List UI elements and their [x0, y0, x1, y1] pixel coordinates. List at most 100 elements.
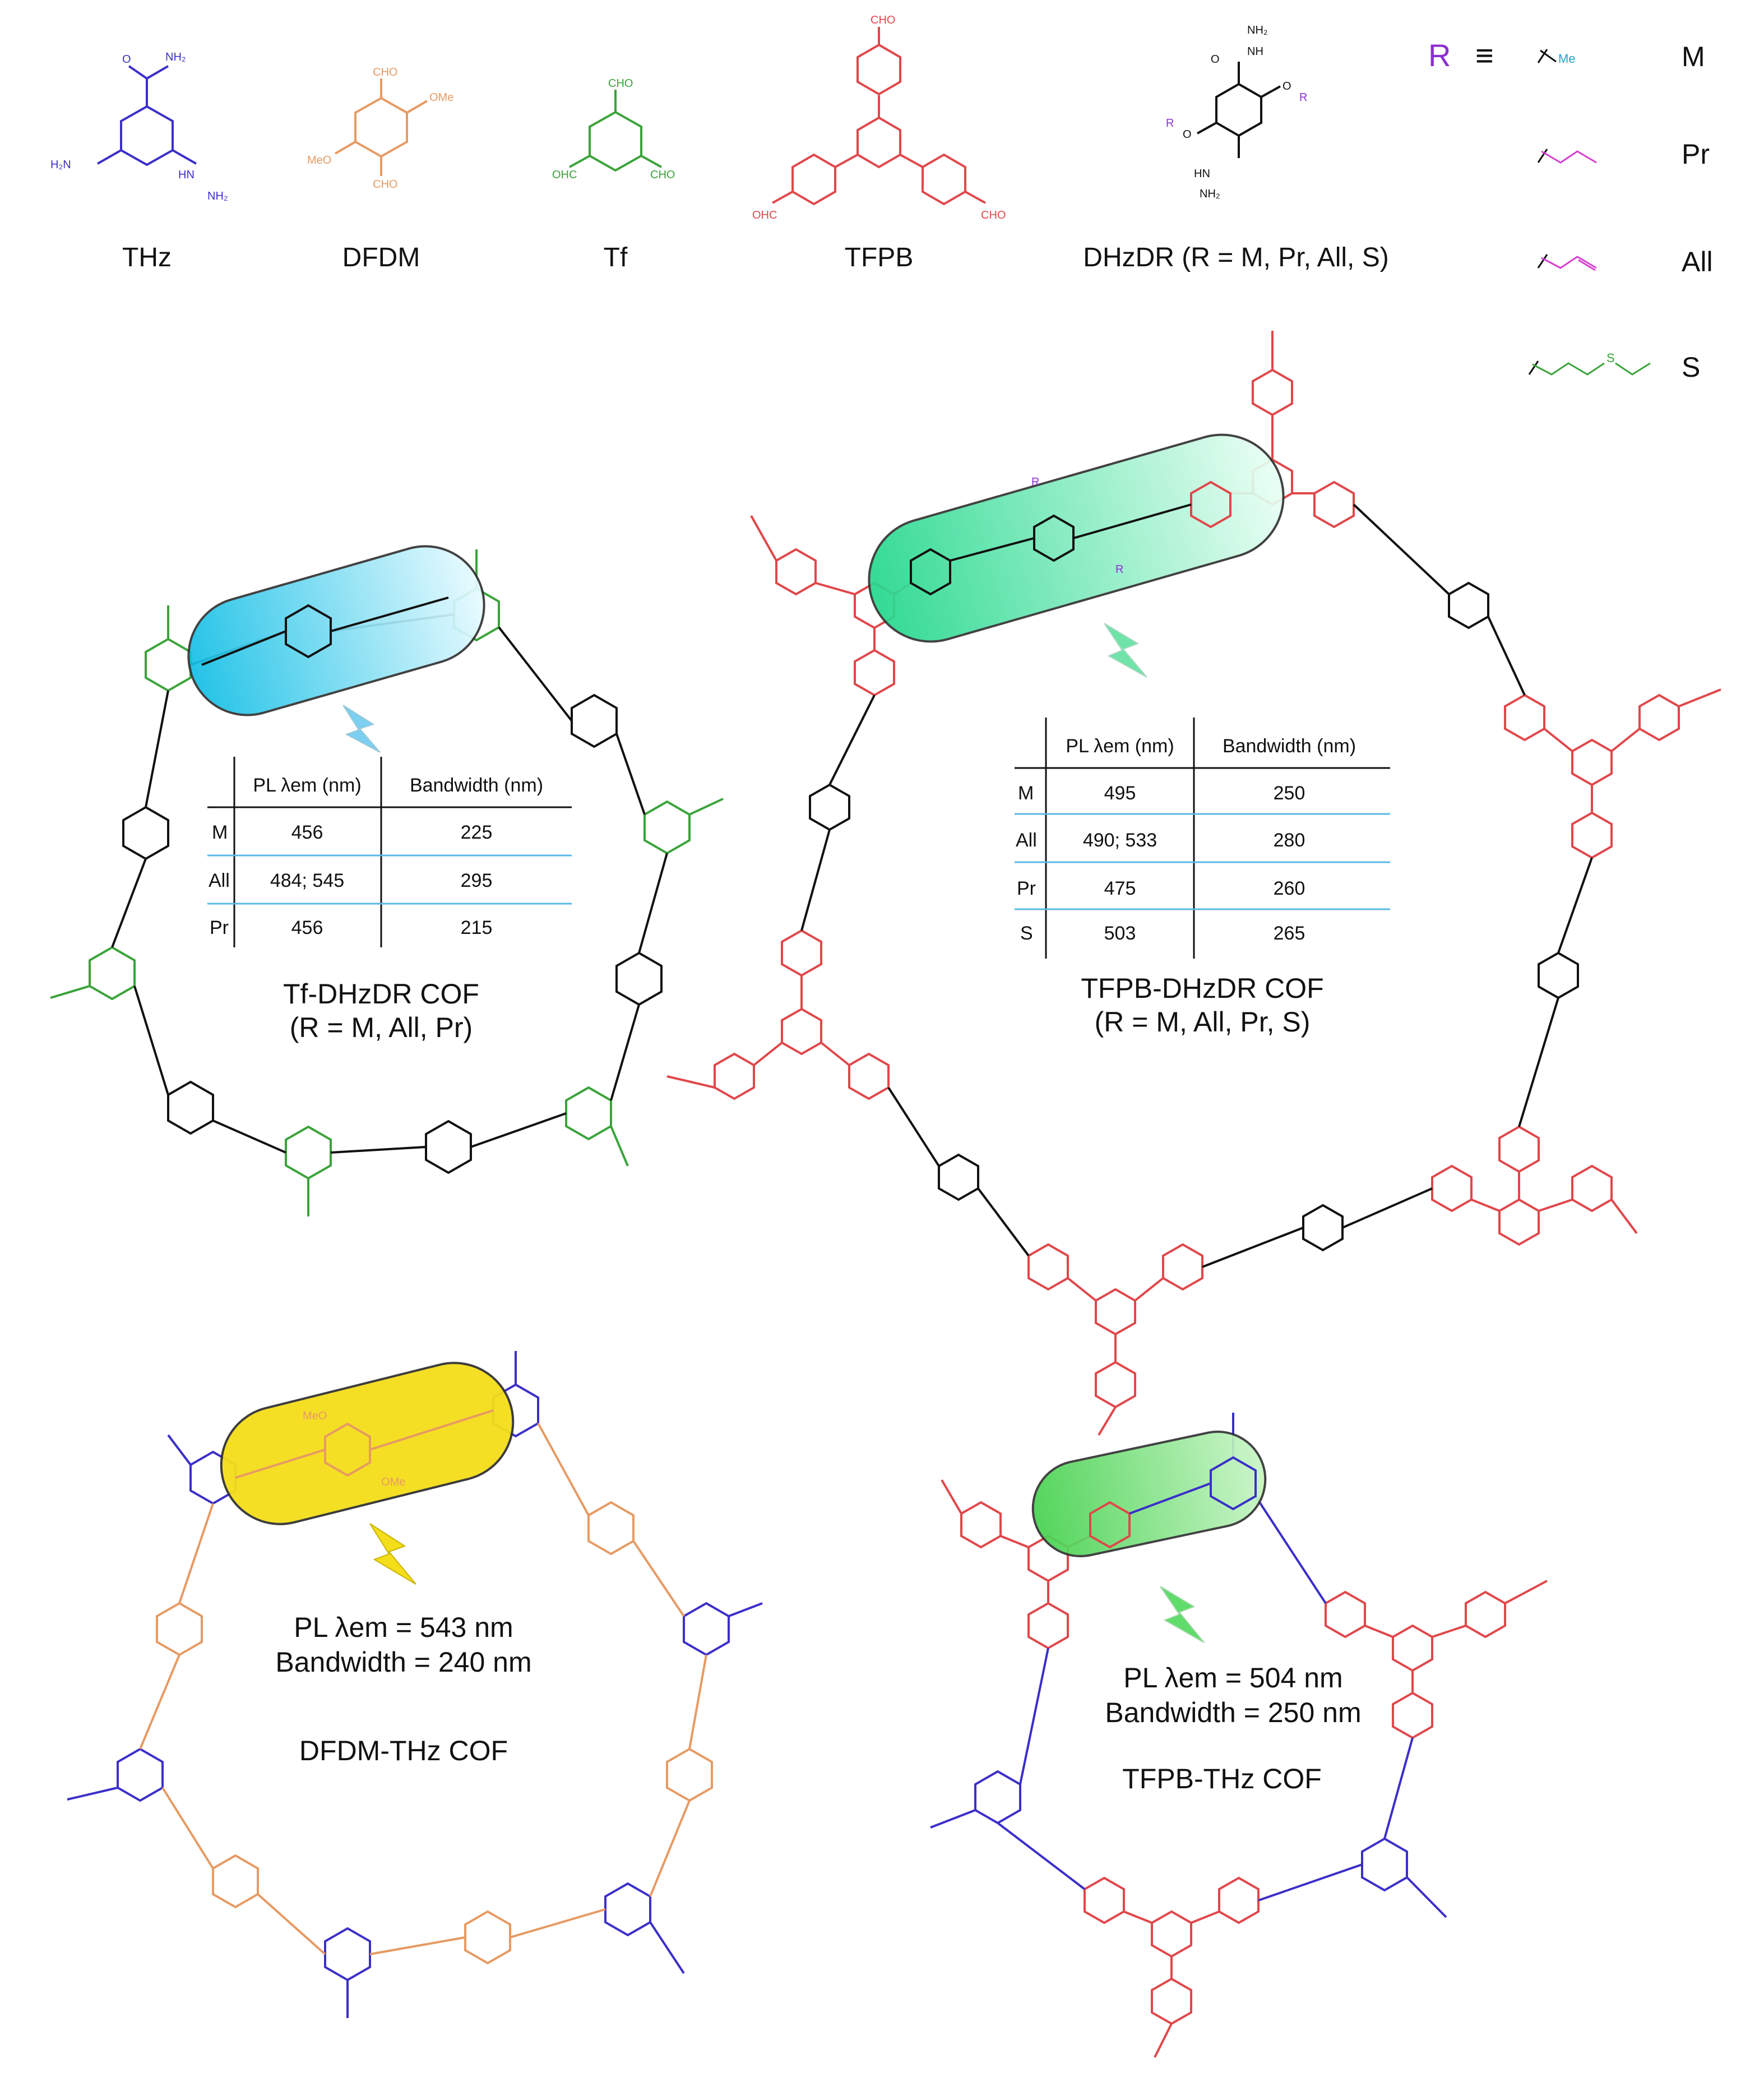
tf-dhzdr-cof-subtitle: (R = M, All, Pr)	[290, 1012, 473, 1043]
r-group-legend: R ≡ Me M Pr All S S	[1428, 38, 1713, 383]
r-legend-pr: Pr	[1537, 138, 1710, 170]
tfpb-dhzdr-row-label: Pr	[1017, 878, 1036, 899]
tfpb-dhzdr-row-bw: 280	[1274, 830, 1305, 851]
dfdm-label: DFDM	[342, 243, 420, 272]
tf-dhzdr-cof: PL λem (nm) Bandwidth (nm) M 456 225 All…	[50, 545, 724, 1216]
dhzdr-nh-top: NH	[1247, 45, 1263, 58]
monomer-tfpb: CHO CHO OHC TFPB	[752, 14, 1006, 272]
dhzdr-label: DHzDR (R = M, Pr, All, S)	[1083, 243, 1388, 272]
tfpb-ohc-left: OHC	[752, 209, 777, 221]
tfpb-dhzdr-row-pl: 490; 533	[1083, 830, 1157, 851]
tfpb-thz-lightning-icon	[1160, 1586, 1205, 1643]
tf-dhzdr-row-label: Pr	[210, 917, 229, 938]
tf-dhzdr-header-bw: Bandwidth (nm)	[410, 775, 543, 796]
sulfur-atom-text: S	[1606, 351, 1615, 365]
monomer-thz: NH₂ O H₂N HN NH₂ THz	[50, 51, 228, 272]
dfdm-thz-cof-title: DFDM-THz COF	[299, 1735, 508, 1766]
tf-label: Tf	[604, 243, 628, 272]
tfpb-thz-pl-line: PL λem = 504 nm	[1123, 1662, 1342, 1694]
tfpb-dhzdr-r-top: R	[1031, 476, 1039, 488]
monomer-dhzdr: NH₂ NH O O R O R HN NH₂ DHzDR (R = M, Pr…	[1083, 24, 1388, 272]
dfdm-thz-meo-in-capsule: MeO	[303, 1410, 327, 1422]
dfdm-thz-ome-in-capsule: OMe	[381, 1476, 405, 1488]
r-legend-pr-label: Pr	[1682, 138, 1710, 170]
tf-dhzdr-row-pl: 456	[291, 822, 323, 843]
tf-dhzdr-row-bw: 225	[461, 822, 493, 843]
dfdm-thz-highlight-capsule: MeO OMe	[220, 1362, 515, 1525]
tfpb-dhzdr-cof-title: TFPB-DHzDR COF	[1081, 973, 1323, 1004]
r-symbol: R	[1428, 38, 1451, 73]
monomer-dfdm: CHO CHO OMe MeO DFDM	[307, 66, 453, 272]
tf-dhzdr-lightning-icon	[342, 705, 381, 753]
dhzdr-nh2-bottom: NH₂	[1200, 188, 1220, 200]
tf-dhzdr-row-bw: 215	[461, 917, 493, 938]
dhzdr-o-top: O	[1211, 53, 1220, 66]
me-group-text: Me	[1558, 52, 1576, 66]
tf-dhzdr-row-pl: 456	[291, 917, 323, 938]
thz-nh2-top: NH₂	[165, 51, 186, 63]
tfpb-dhzdr-cof-subtitle: (R = M, All, Pr, S)	[1095, 1006, 1311, 1038]
thz-hn-right: HN	[178, 169, 195, 181]
tfpb-thz-highlight-capsule	[1031, 1431, 1267, 1557]
dhzdr-hn-bottom: HN	[1194, 168, 1210, 180]
dfdm-cho-top: CHO	[373, 66, 397, 78]
tf-dhzdr-header-pl: PL λem (nm)	[253, 775, 361, 796]
tfpb-dhzdr-row-bw: 260	[1274, 878, 1305, 899]
dfdm-thz-bandwidth-line: Bandwidth = 240 nm	[275, 1646, 531, 1678]
dfdm-thz-cof: MeO OMe PL λem = 543 nm Bandwidth = 240 …	[67, 1351, 763, 2018]
dhzdr-nh2-top: NH₂	[1247, 24, 1268, 36]
tfpb-dhzdr-row-bw: 265	[1274, 923, 1305, 944]
tfpb-dhzdr-row-pl: 475	[1104, 878, 1136, 899]
thz-nh2-right: NH₂	[207, 190, 228, 202]
tfpb-label: TFPB	[845, 243, 914, 272]
tf-dhzdr-row-label: All	[209, 870, 230, 891]
tf-dhzdr-cof-title: Tf-DHzDR COF	[283, 978, 479, 1010]
tf-cho-top: CHO	[608, 77, 633, 90]
tfpb-dhzdr-row-label: M	[1018, 783, 1034, 804]
dhzdr-o-left: O	[1183, 128, 1192, 141]
tf-dhzdr-row-bw: 295	[461, 870, 493, 891]
r-legend-s: S S	[1528, 351, 1700, 383]
r-legend-m-label: M	[1682, 41, 1705, 72]
tf-cho-right: CHO	[650, 169, 675, 181]
tfpb-thz-bandwidth-line: Bandwidth = 250 nm	[1105, 1697, 1361, 1728]
tfpb-dhzdr-row-label: All	[1016, 830, 1037, 851]
dhzdr-o-right: O	[1283, 80, 1291, 92]
tfpb-thz-cof: PL λem = 504 nm Bandwidth = 250 nm TFPB-…	[930, 1413, 1548, 2058]
tf-ohc-left: OHC	[552, 169, 577, 181]
tfpb-thz-cof-title: TFPB-THz COF	[1122, 1763, 1322, 1794]
dfdm-ome: OMe	[429, 91, 453, 104]
tf-dhzdr-row-pl: 484; 545	[270, 870, 344, 891]
r-legend-s-label: S	[1682, 351, 1700, 383]
tfpb-cho-right: CHO	[981, 209, 1006, 221]
tfpb-dhzdr-table: PL λem (nm) Bandwidth (nm) M 495 250 All…	[1015, 718, 1390, 959]
dfdm-meo: MeO	[307, 154, 331, 166]
tf-dhzdr-table: PL λem (nm) Bandwidth (nm) M 456 225 All…	[207, 757, 572, 947]
r-legend-m: Me M	[1537, 41, 1705, 72]
tfpb-dhzdr-row-pl: 503	[1104, 923, 1136, 944]
thz-label: THz	[122, 243, 172, 272]
tf-dhzdr-highlight-capsule	[187, 545, 485, 716]
tfpb-dhzdr-row-bw: 250	[1274, 783, 1305, 804]
tfpb-dhzdr-header-pl: PL λem (nm)	[1066, 735, 1174, 757]
tfpb-dhzdr-lightning-icon	[1104, 623, 1147, 678]
monomer-tf: CHO CHO OHC Tf	[552, 77, 675, 272]
dfdm-thz-lightning-icon	[369, 1523, 416, 1585]
tfpb-dhzdr-row-pl: 495	[1104, 783, 1136, 804]
tf-dhzdr-row-label: M	[212, 822, 228, 843]
tfpb-dhzdr-cof: R R PL λem (nm) Bandwidth (nm) M 495 250…	[666, 331, 1721, 1436]
r-legend-all: All	[1537, 246, 1713, 277]
dfdm-thz-pl-line: PL λem = 543 nm	[294, 1612, 513, 1643]
tfpb-dhzdr-row-label: S	[1020, 923, 1033, 944]
equiv-symbol: ≡	[1475, 38, 1494, 73]
tfpb-dhzdr-highlight-capsule: R R	[868, 433, 1285, 643]
tfpb-dhzdr-r-bottom: R	[1115, 563, 1123, 576]
dfdm-cho-bottom: CHO	[373, 178, 397, 191]
r-legend-all-label: All	[1682, 246, 1713, 277]
dhzdr-r-right: R	[1299, 91, 1307, 104]
thz-h2n-left: H₂N	[50, 159, 71, 171]
tfpb-dhzdr-header-bw: Bandwidth (nm)	[1223, 735, 1356, 757]
thz-o-top: O	[122, 53, 131, 66]
tfpb-cho-top: CHO	[871, 14, 895, 26]
